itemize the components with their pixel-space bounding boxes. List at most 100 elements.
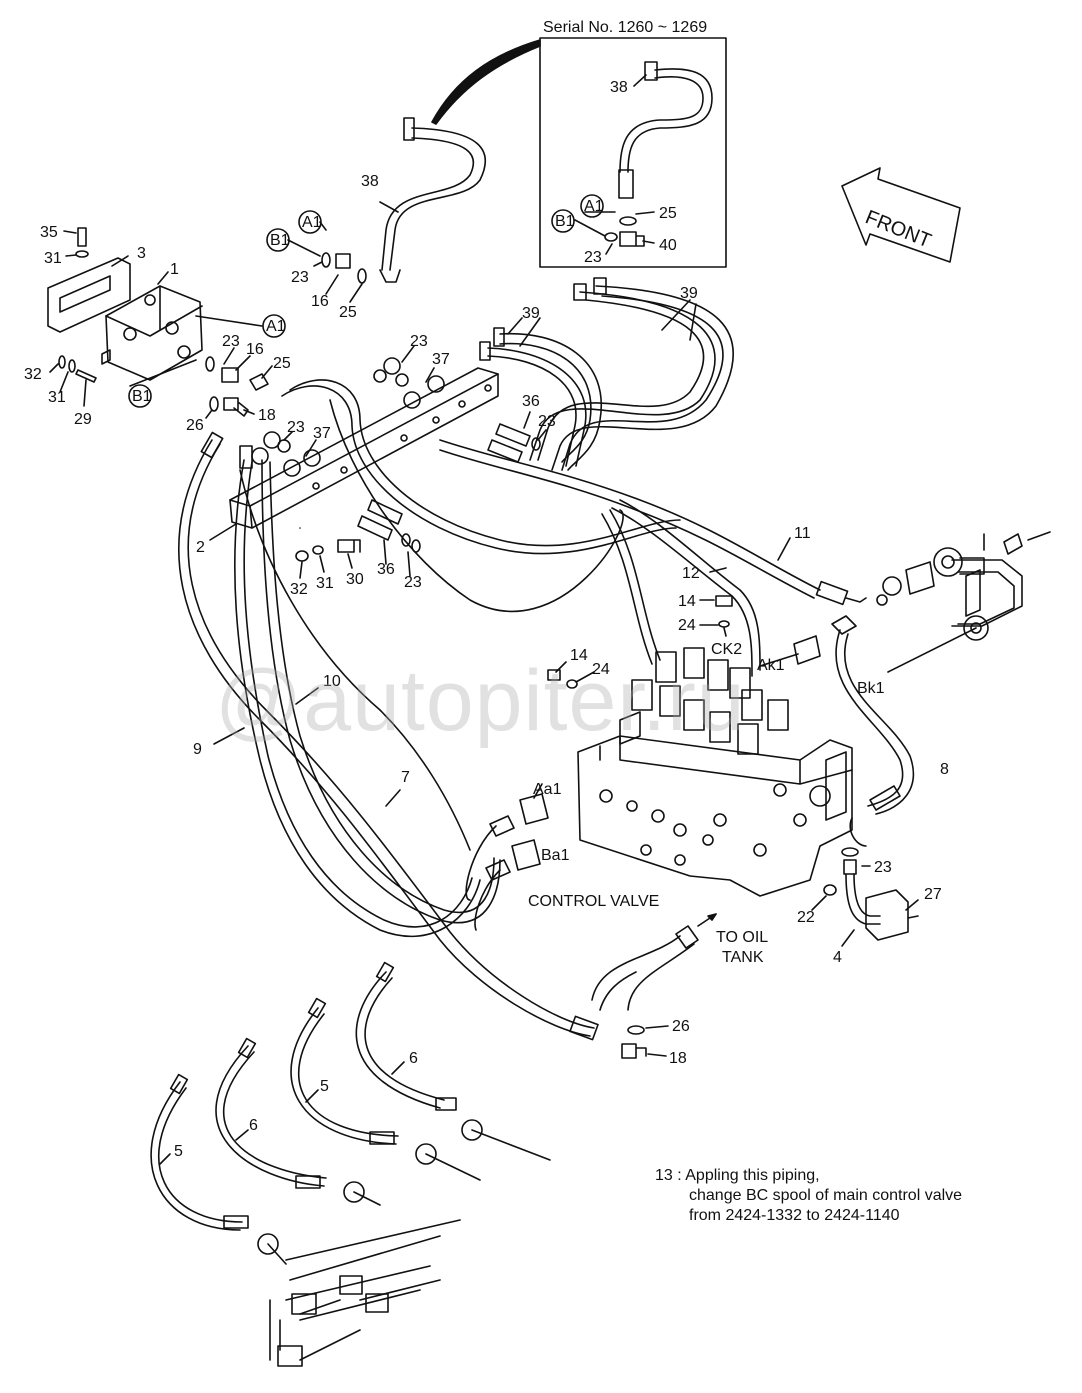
inset-elbow-40: [619, 231, 645, 247]
part-6-b: 6: [249, 1117, 258, 1134]
tank-label: TANK: [722, 949, 764, 966]
part-23-e: 23: [874, 859, 892, 876]
inset-a1: A1: [584, 198, 604, 215]
inset-b1: B1: [555, 213, 575, 230]
note-line-2: change BC spool of main control valve: [689, 1187, 963, 1204]
b1-circle-pilot: [128, 384, 152, 408]
part-27: 27: [924, 886, 942, 903]
part-23-block-b: 23: [410, 333, 428, 350]
pilot-b1: B1: [132, 388, 152, 405]
top-b1: B1: [270, 232, 290, 249]
port-ck2: CK2: [711, 641, 742, 658]
part-4: 4: [833, 949, 842, 966]
part-25-mid: 25: [273, 355, 291, 372]
pilot-valve-1: [101, 285, 203, 381]
part-31-left: 31: [48, 389, 66, 406]
part-11: 11: [794, 525, 811, 542]
port-aa1: Aa1: [533, 781, 562, 798]
note-line-1: 13 : Appling this piping,: [655, 1167, 820, 1184]
inset-pointer: [431, 39, 541, 125]
hoses-11-12: [439, 439, 867, 677]
plug-14-a: [715, 595, 733, 607]
part-26-low: 26: [672, 1018, 690, 1035]
part-18-mid: 18: [258, 407, 276, 424]
adapter-36-b: [357, 515, 393, 541]
part-23-d: 23: [404, 574, 422, 591]
part-36-a: 36: [522, 393, 540, 410]
hose-8: [793, 615, 915, 847]
part-7: 7: [401, 769, 410, 786]
part-40-inset: 40: [659, 237, 677, 254]
part-23-c: 23: [538, 413, 556, 430]
part-32-left: 32: [24, 366, 42, 383]
watermark: @autopiter.ru: [215, 653, 746, 749]
part-10: 10: [323, 673, 341, 690]
part-14-b: 14: [570, 647, 588, 664]
nut-25-mid: [249, 373, 269, 391]
bracket-3: [47, 257, 131, 333]
part-16-mid: 16: [246, 341, 264, 358]
port-bk1: Bk1: [857, 680, 885, 697]
port-ba1: Ba1: [541, 847, 570, 864]
front-arrow: [841, 167, 961, 263]
part-14-a: 14: [678, 593, 696, 610]
part-31-top: 31: [44, 250, 62, 267]
part-8: 8: [940, 761, 949, 778]
part-23-top: 23: [291, 269, 309, 286]
part-38-inset: 38: [610, 79, 628, 96]
part-23-inset: 23: [584, 249, 602, 266]
inset-hose-38: [618, 61, 713, 199]
part-1: 1: [170, 261, 179, 278]
bolt-35: [77, 227, 87, 247]
to-oil-label: TO OIL: [716, 929, 768, 946]
adapter-36-a: [367, 499, 403, 525]
block-fittings: [251, 357, 445, 477]
part-25-inset: 25: [659, 205, 677, 222]
part-9: 9: [193, 741, 202, 758]
tank-line-4: [841, 847, 919, 941]
control-valve: [577, 647, 853, 897]
hoses-39: [479, 277, 734, 471]
part-5-b: 5: [174, 1143, 183, 1160]
part-31-lower: 31: [316, 575, 334, 592]
elbow-18-low: [621, 1043, 647, 1059]
part-37-a: 37: [313, 425, 331, 442]
elbow-18-mid: [223, 397, 249, 417]
part-23-mid: 23: [222, 333, 240, 350]
a1-circle-pilot: [262, 314, 286, 338]
flange-ba1: [511, 839, 541, 871]
part-32-lower: 32: [290, 581, 308, 598]
serial-inset-box: [539, 37, 727, 268]
adapter-16-top: [335, 253, 351, 269]
part-18-low: 18: [669, 1050, 687, 1067]
part-26-mid: 26: [186, 417, 204, 434]
front-label: FRONT: [862, 206, 934, 252]
hoses-9-10-7: [178, 379, 681, 1041]
part-3: 3: [137, 245, 146, 262]
inset-b1-circle: [551, 209, 575, 233]
part-5-a: 5: [320, 1078, 329, 1095]
bolt-30: [337, 539, 361, 553]
part-38: 38: [361, 173, 379, 190]
part-39-a: 39: [522, 305, 540, 322]
top-a1: A1: [302, 214, 322, 231]
part-24-b: 24: [592, 661, 610, 678]
spool-change-note: 13 : Appling this piping, change BC spoo…: [655, 1166, 962, 1226]
part-24-a: 24: [678, 617, 696, 634]
inset-oring-23: [604, 232, 618, 242]
right-fittings: [876, 531, 1051, 641]
part-16-top: 16: [311, 293, 329, 310]
part-22: 22: [797, 909, 815, 926]
note-line-3: from 2424-1332 to 2424-1140: [689, 1207, 900, 1224]
hose-38: [379, 117, 487, 283]
inset-title: Serial No. 1260 ~ 1269: [543, 19, 707, 36]
pilot-a1: A1: [266, 318, 286, 335]
part-35: 35: [40, 224, 58, 241]
part-36-b: 36: [377, 561, 395, 578]
part-30: 30: [346, 571, 364, 588]
bolt-29: [75, 369, 97, 383]
part-12: 12: [682, 565, 700, 582]
inset-a1-circle: [580, 194, 604, 218]
